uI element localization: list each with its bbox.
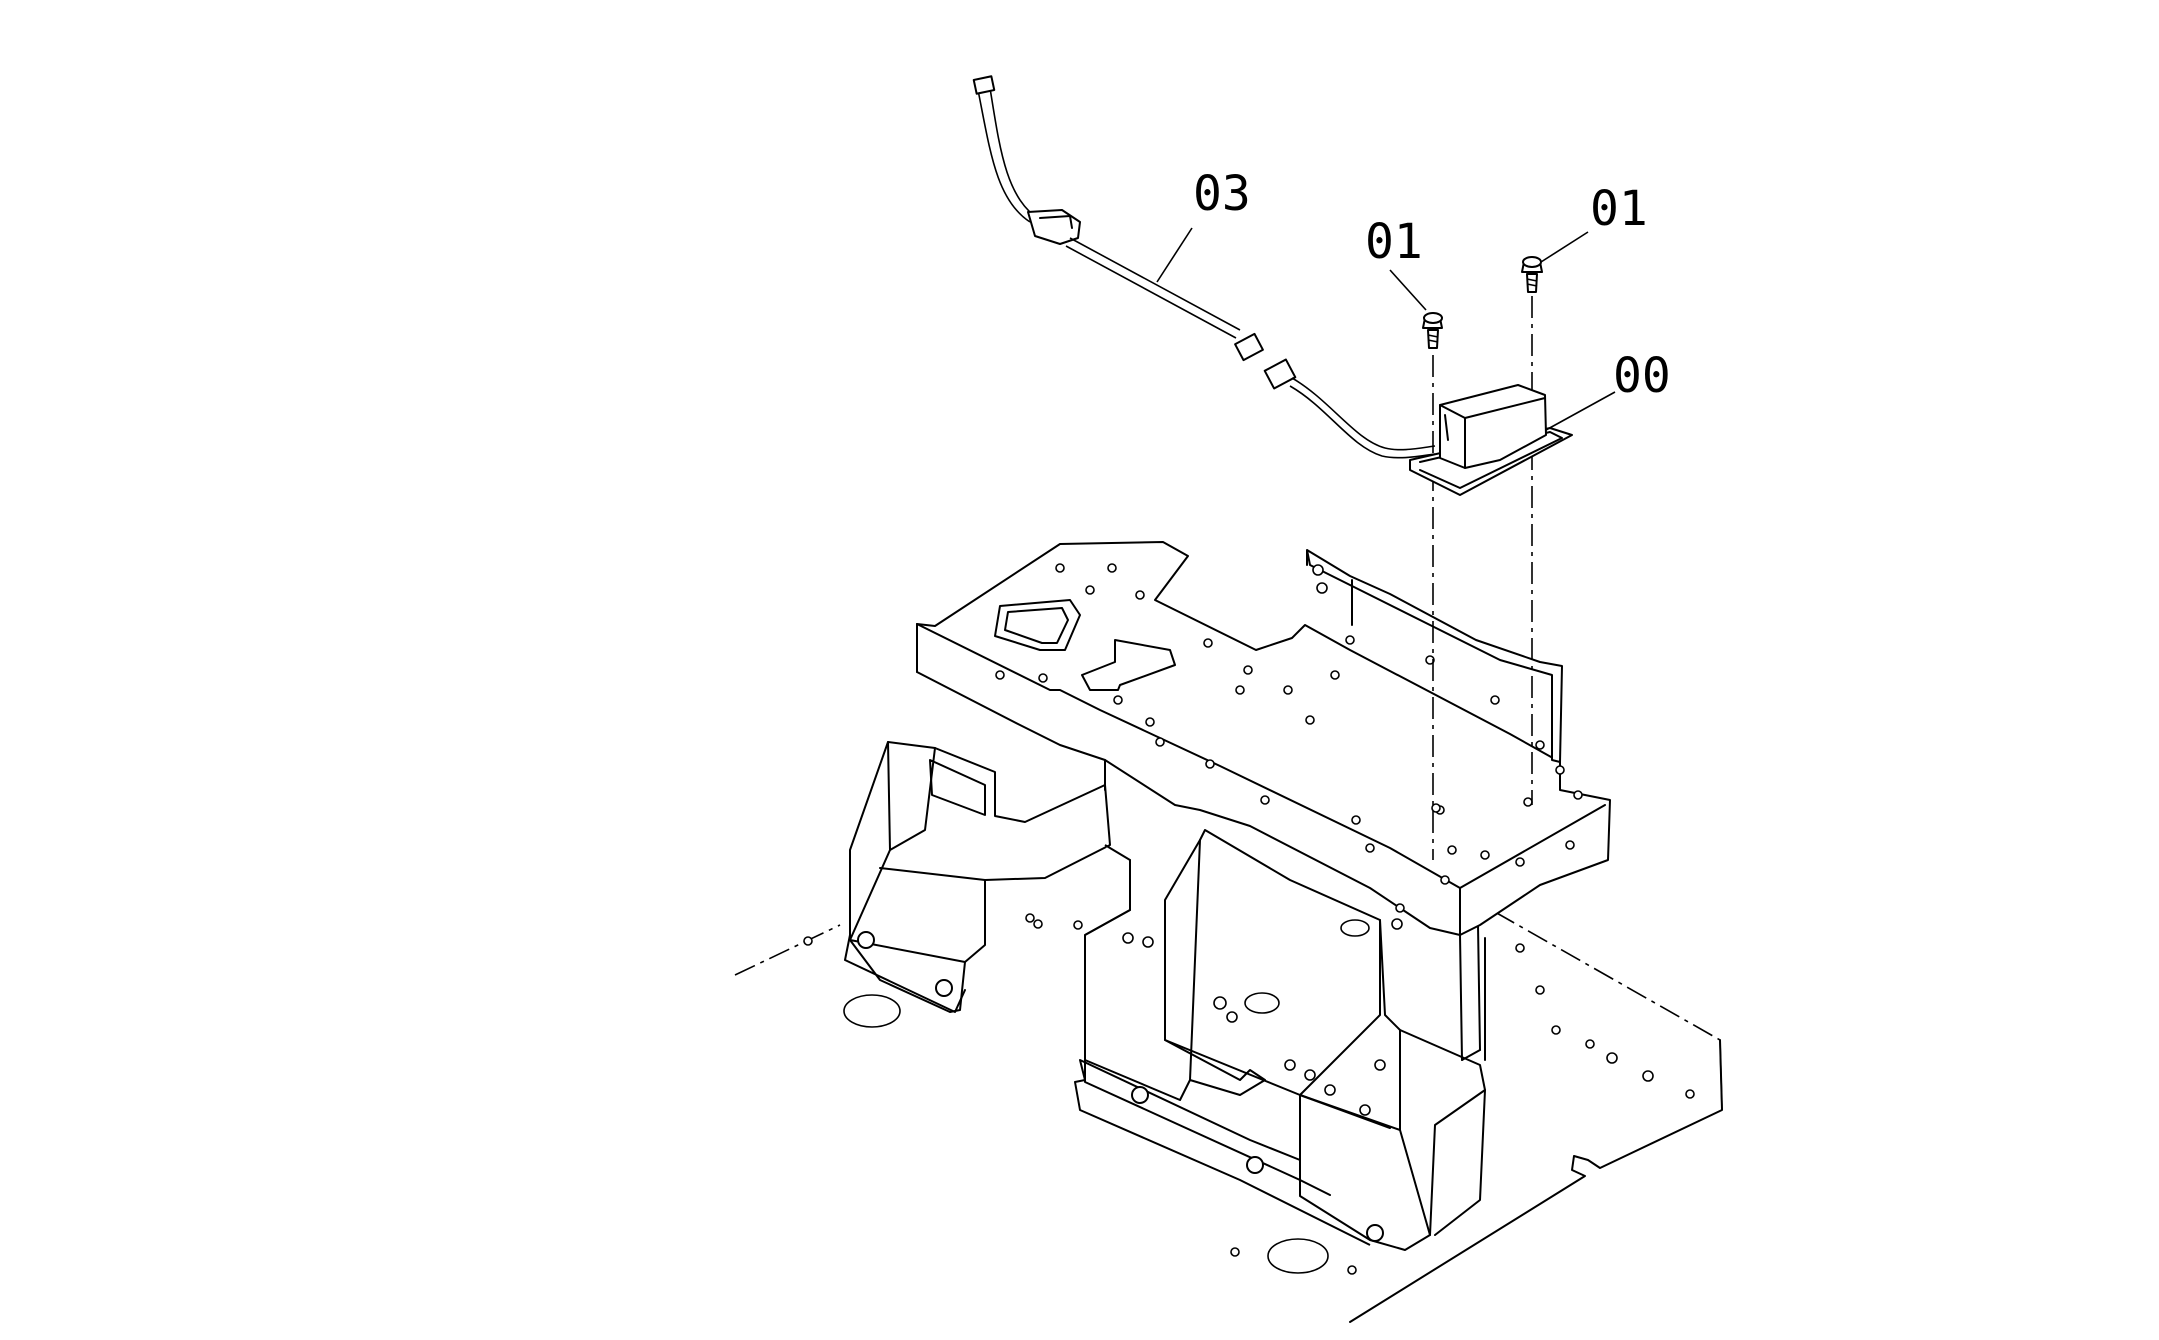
control-unit [1409, 384, 1573, 496]
callout-01-right: 01 [1590, 181, 1648, 237]
centre-lines [1432, 296, 1533, 860]
screw-left [1422, 312, 1443, 349]
callout-labels: 03 01 01 00 [1193, 166, 1671, 404]
callout-00: 00 [1613, 348, 1671, 404]
support-frame [844, 741, 1486, 1251]
callout-01-left: 01 [1365, 214, 1423, 270]
wire-harness [972, 75, 1436, 459]
mounting-plate [916, 541, 1611, 936]
floor-plate [734, 911, 1723, 1323]
leader-lines [1156, 227, 1616, 431]
screw-right [1521, 256, 1543, 293]
callout-03: 03 [1193, 166, 1251, 222]
